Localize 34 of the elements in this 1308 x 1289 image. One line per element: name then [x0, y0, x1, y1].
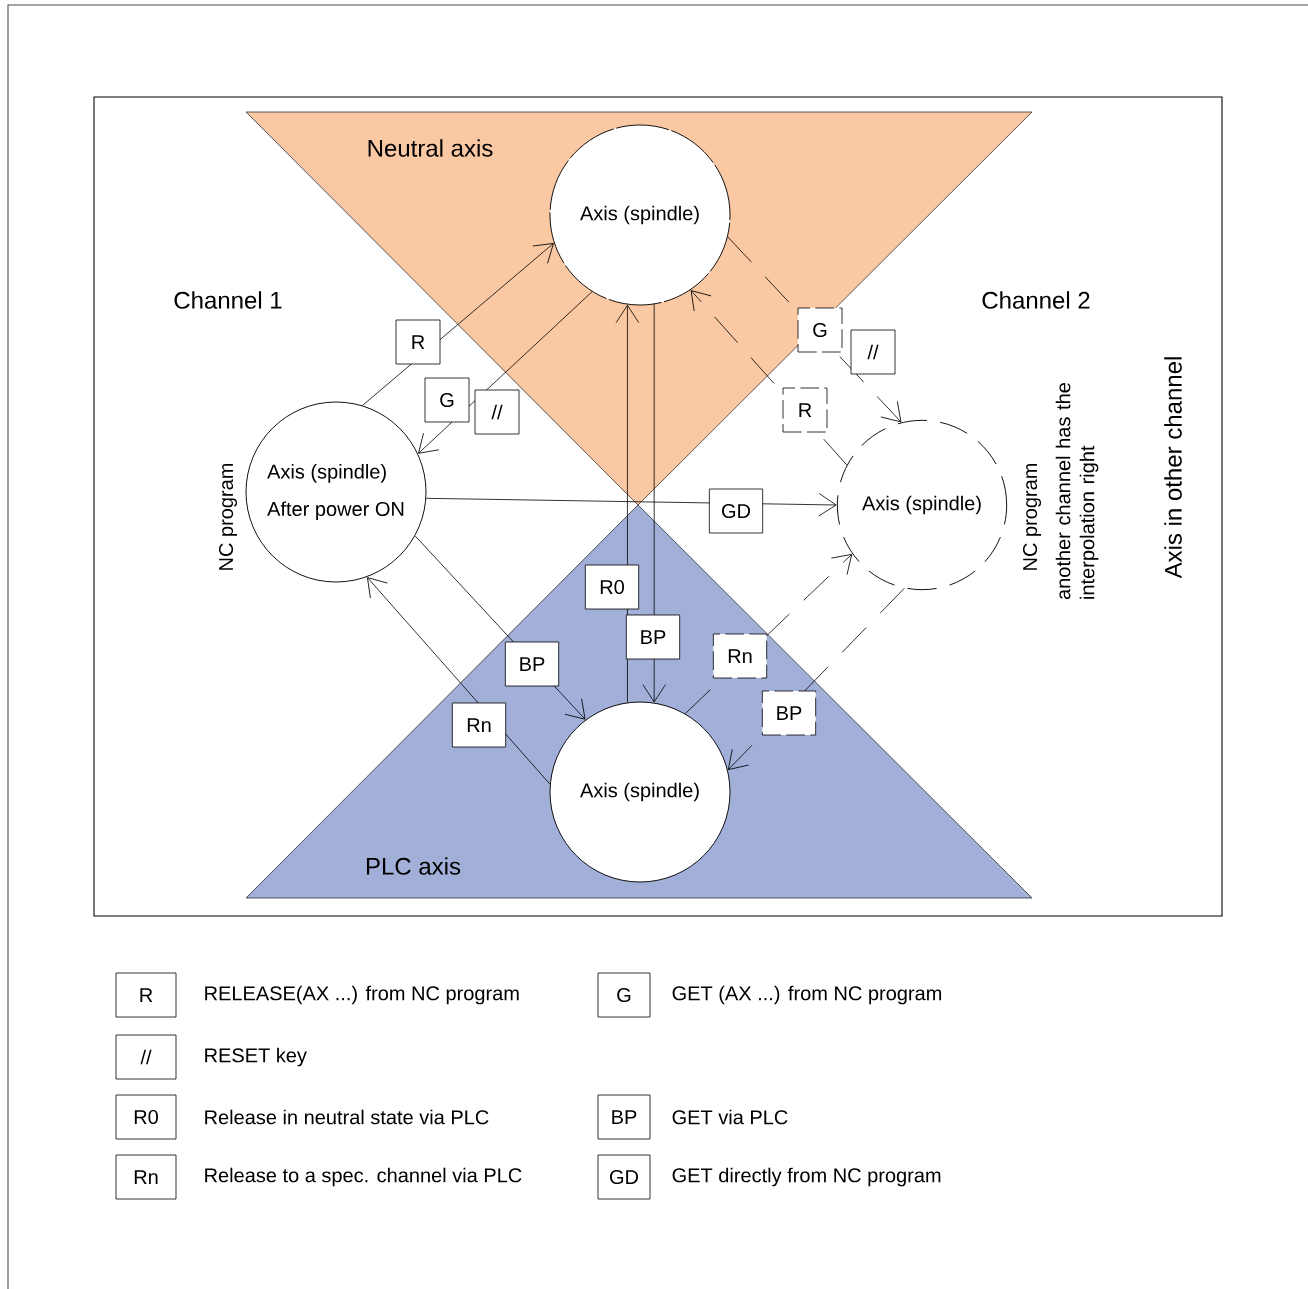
circle-node: Axis (spindle) After power ON — [245, 401, 427, 583]
side-caption: Axis in other channel — [1164, 357, 1182, 579]
legend-text: RELEASE(AX ...) from NC program — [205, 985, 519, 1005]
side-caption: NC program — [218, 463, 238, 570]
legend-symbol-box: G — [597, 972, 651, 1018]
edge-label: BP — [761, 690, 817, 736]
legend-symbol-box: BP — [597, 1094, 651, 1140]
legend-text: GET via PLC — [672, 1109, 788, 1125]
edge-label: GD — [708, 488, 764, 534]
legend-text: Release to a spec. channel via PLC — [205, 1167, 522, 1187]
edge-label: Rn — [712, 633, 768, 679]
legend-text: Release in neutral state via PLC — [205, 1109, 489, 1125]
edge-label: G — [424, 377, 470, 423]
edge-label: BP — [625, 614, 681, 660]
legend-text: RESET key — [205, 1047, 307, 1067]
side-caption: another channel has the interpolation right — [1055, 383, 1099, 600]
legend-symbol-box: Rn — [115, 1154, 177, 1200]
circle-node: Axis (spindle) — [549, 701, 731, 883]
edge-label: R0 — [584, 564, 640, 610]
legend-text: GET (AX ...) from NC program — [672, 985, 942, 1005]
reset-symbol-box: // — [474, 389, 520, 435]
edge-label: G — [797, 307, 843, 353]
legend-symbol-box: R — [115, 972, 177, 1018]
arrow — [425, 493, 837, 517]
legend-symbol-box: GD — [597, 1154, 651, 1200]
legend-text: GET directly from NC program — [672, 1167, 941, 1187]
edge-label: R — [782, 387, 828, 433]
arrow — [642, 303, 666, 703]
edge-label: BP — [504, 641, 560, 687]
edge-label: R — [395, 319, 441, 365]
legend-symbol-box: R0 — [115, 1094, 177, 1140]
reset-symbol-box: // — [850, 329, 896, 375]
legend-symbol-box: // — [115, 1034, 177, 1080]
edge-label: Rn — [451, 702, 507, 748]
